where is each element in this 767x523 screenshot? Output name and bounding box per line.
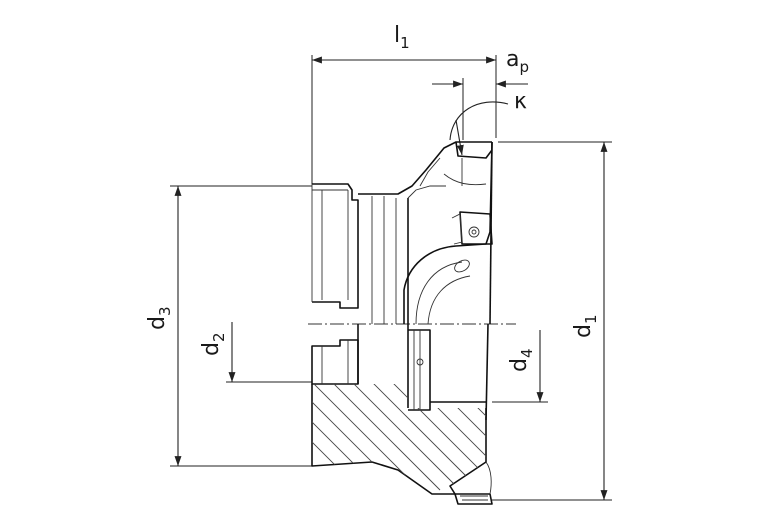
label-kappa: κ (514, 89, 527, 114)
cutter-body-exterior (311, 141, 493, 325)
dimension-kappa (449, 101, 509, 156)
label-d4: d4 (507, 348, 536, 372)
label-d3: d3 (145, 306, 174, 330)
label-d2: d2 (199, 332, 228, 356)
dimension-ap (432, 78, 528, 140)
extension-lines (170, 55, 612, 501)
label-d1: d1 (571, 314, 600, 338)
label-l1: l1 (394, 23, 410, 52)
label-ap: ap (506, 47, 529, 76)
cutter-body-section (311, 323, 493, 505)
